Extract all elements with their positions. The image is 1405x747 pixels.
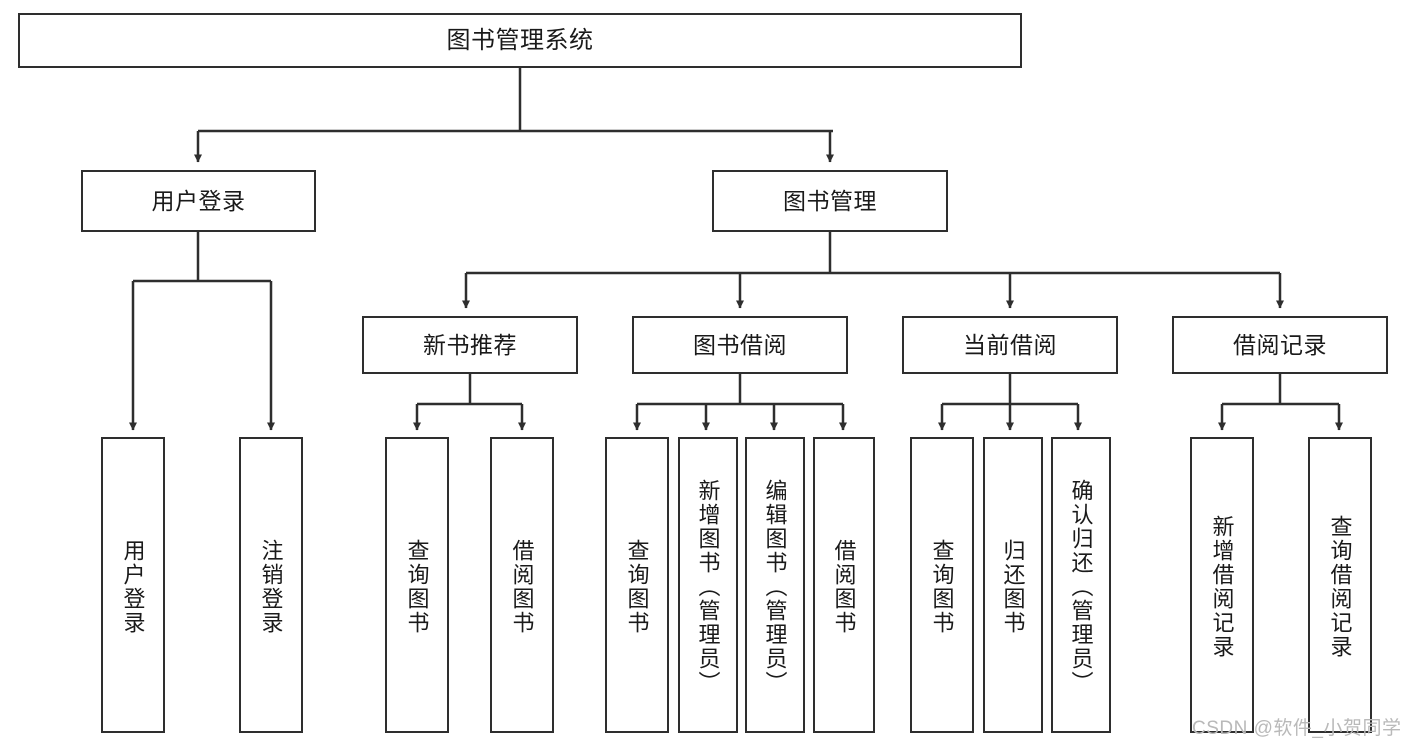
node-label: 用户登录: [120, 539, 146, 635]
node-label: 归还图书: [1000, 539, 1026, 635]
leaf-borrow-add-book-admin[interactable]: 新增图书（管理员）: [678, 437, 738, 733]
node-root-system[interactable]: 图书管理系统: [18, 13, 1022, 68]
node-new-book-recommend[interactable]: 新书推荐: [362, 316, 578, 374]
node-label: 编辑图书（管理员）: [762, 479, 788, 695]
node-label: 查询图书: [624, 539, 650, 635]
leaf-record-add-borrow-record[interactable]: 新增借阅记录: [1190, 437, 1254, 733]
leaf-borrow-query-book[interactable]: 查询图书: [605, 437, 669, 733]
node-label: 查询图书: [404, 539, 430, 635]
node-label: 查询图书: [929, 539, 955, 635]
leaf-current-return-book[interactable]: 归还图书: [983, 437, 1043, 733]
node-label: 借阅记录: [1233, 331, 1327, 358]
node-label: 查询借阅记录: [1327, 515, 1353, 659]
node-label: 图书管理系统: [446, 26, 594, 54]
leaf-borrow-edit-book-admin[interactable]: 编辑图书（管理员）: [745, 437, 805, 733]
leaf-record-query-borrow-record[interactable]: 查询借阅记录: [1308, 437, 1372, 733]
node-label: 新书推荐: [423, 331, 517, 358]
leaf-user-logout[interactable]: 注销登录: [239, 437, 303, 733]
leaf-recommend-borrow-book[interactable]: 借阅图书: [490, 437, 554, 733]
node-label: 新增借阅记录: [1209, 515, 1235, 659]
node-label: 借阅图书: [831, 539, 857, 635]
node-book-management[interactable]: 图书管理: [712, 170, 948, 232]
node-label: 图书借阅: [693, 331, 787, 358]
leaf-current-confirm-return-admin[interactable]: 确认归还（管理员）: [1051, 437, 1111, 733]
node-label: 用户登录: [151, 187, 246, 214]
node-label: 图书管理: [783, 187, 877, 214]
node-label: 注销登录: [258, 539, 284, 635]
leaf-user-login[interactable]: 用户登录: [101, 437, 165, 733]
node-current-borrow[interactable]: 当前借阅: [902, 316, 1118, 374]
node-borrow-record[interactable]: 借阅记录: [1172, 316, 1388, 374]
node-label: 借阅图书: [509, 539, 535, 635]
node-label: 新增图书（管理员）: [695, 479, 721, 695]
node-label: 当前借阅: [963, 331, 1057, 358]
node-label: 确认归还（管理员）: [1068, 479, 1094, 695]
node-user-login[interactable]: 用户登录: [81, 170, 316, 232]
node-book-borrow[interactable]: 图书借阅: [632, 316, 848, 374]
leaf-current-query-book[interactable]: 查询图书: [910, 437, 974, 733]
leaf-borrow-borrow-book[interactable]: 借阅图书: [813, 437, 875, 733]
leaf-recommend-query-book[interactable]: 查询图书: [385, 437, 449, 733]
